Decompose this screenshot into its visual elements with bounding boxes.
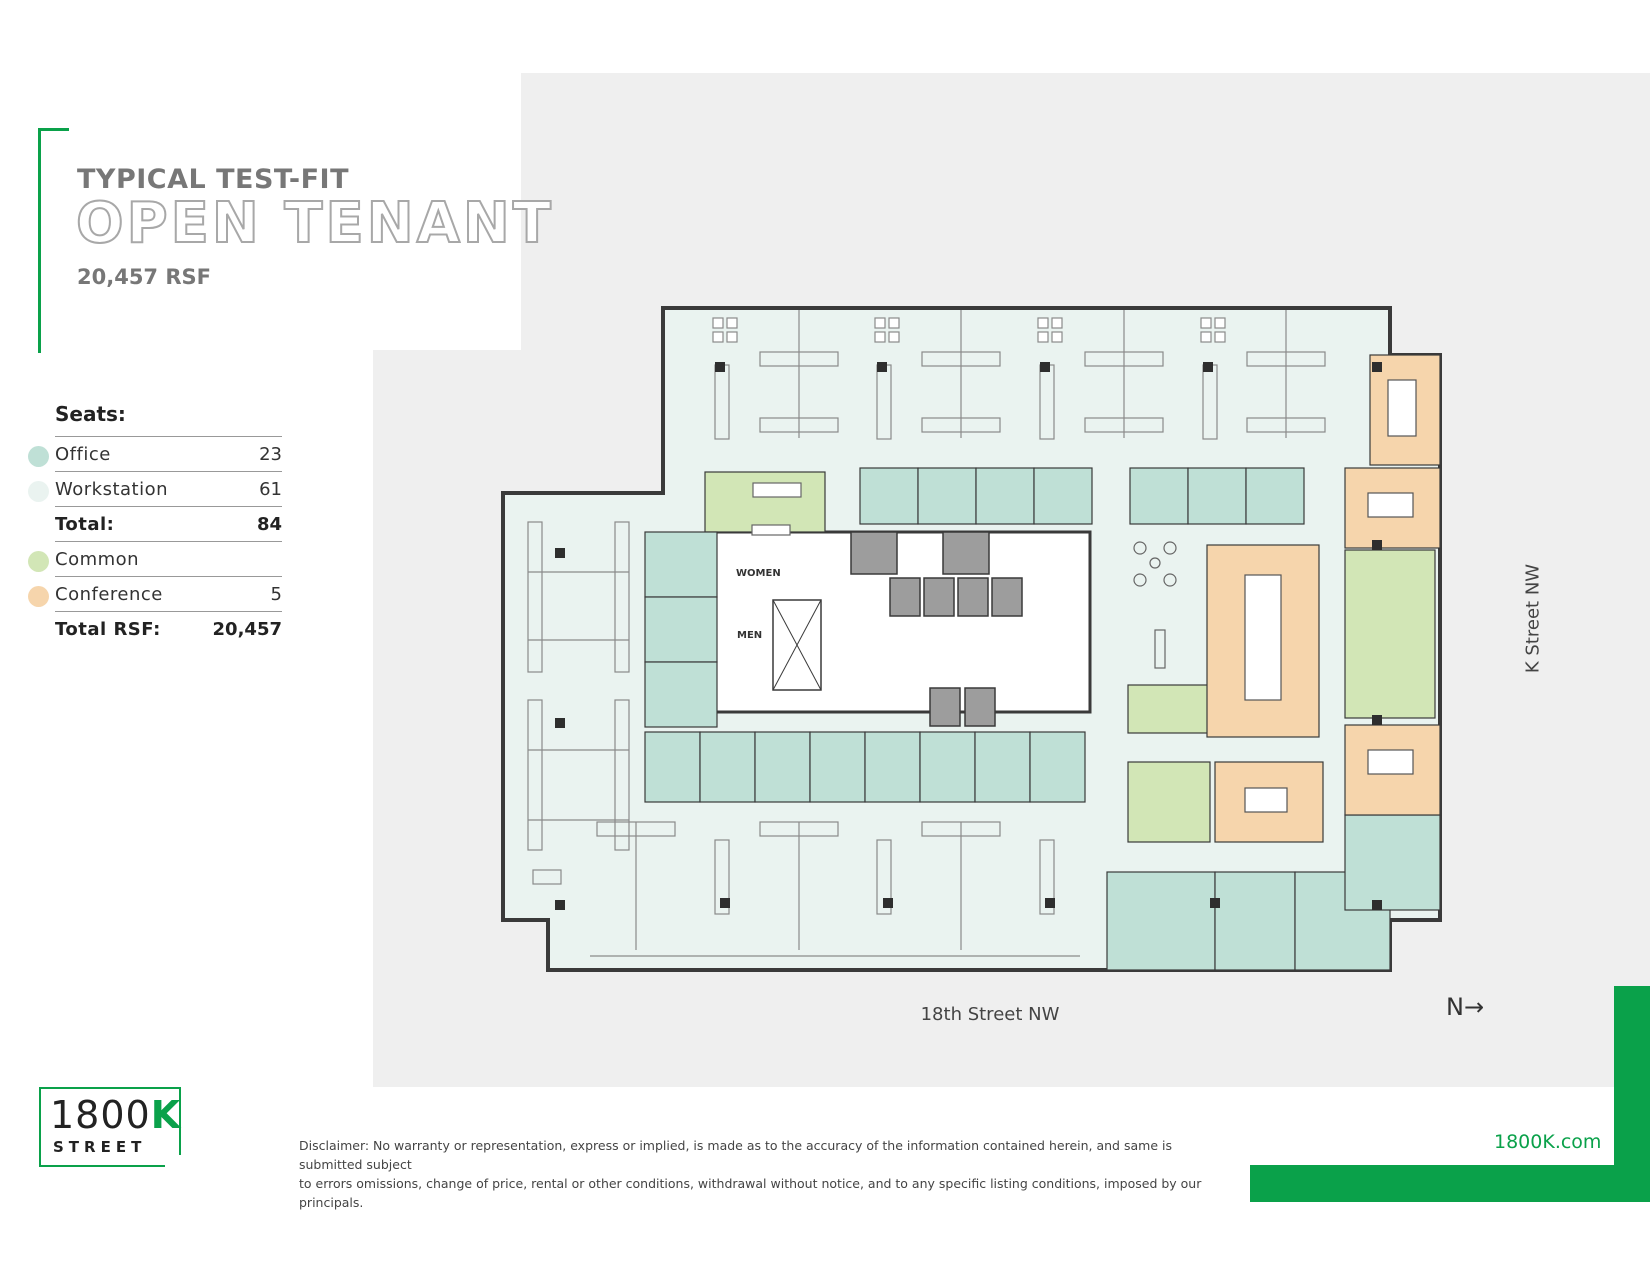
plan-background-notch	[373, 73, 521, 350]
floor-plan: WOMEN MEN	[501, 306, 1442, 972]
street-label-18th: 18th Street NW	[920, 1004, 1060, 1025]
women-label: WOMEN	[736, 568, 781, 579]
plan-subtitle: TYPICAL TEST-FIT	[77, 164, 349, 195]
legend-label: Workstation	[55, 479, 169, 500]
legend-value: 61	[259, 479, 282, 500]
common-swatch	[28, 551, 49, 572]
seats-legend: Seats: Office 23 Workstation 61 Total: 8…	[28, 402, 282, 646]
legend-label: Total RSF:	[55, 619, 161, 640]
disclaimer: Disclaimer: No warranty or representatio…	[299, 1136, 1239, 1212]
disclaimer-line-1: Disclaimer: No warranty or representatio…	[299, 1138, 1172, 1172]
logo-letter: K	[150, 1093, 182, 1137]
office-rooms	[644, 467, 1441, 971]
title-bracket	[38, 128, 69, 353]
shaft	[772, 599, 822, 691]
conference-swatch	[28, 586, 49, 607]
legend-value: 5	[270, 584, 282, 605]
logo-street: STREET	[53, 1138, 147, 1156]
workstations-bottom	[590, 821, 1080, 957]
plan-title: OPEN TENANT	[75, 191, 554, 256]
columns	[555, 362, 1382, 910]
legend-row-conference: Conference 5	[28, 576, 282, 611]
legend-row-total-rsf: Total RSF: 20,457	[55, 611, 282, 646]
legend-title: Seats:	[55, 402, 126, 426]
legend-value: 23	[259, 444, 282, 465]
workstations-left	[527, 521, 630, 885]
legend-row-office: Office 23	[28, 436, 282, 471]
legend-row-workstation: Workstation 61	[28, 471, 282, 506]
lounge-furniture	[751, 482, 1177, 669]
legend-row-total: Total: 84	[55, 506, 282, 541]
workstations-top	[712, 310, 1326, 440]
legend-row-common: Common	[28, 541, 282, 576]
legend-value: 84	[256, 514, 282, 535]
logo-number: 1800	[50, 1093, 151, 1137]
legend-label: Conference	[55, 584, 163, 605]
legend-label: Office	[55, 444, 111, 465]
workstation-swatch	[28, 481, 49, 502]
stairs	[850, 531, 990, 575]
logo-number-wrap: 1800K	[50, 1093, 181, 1137]
legend-label: Total:	[55, 514, 115, 535]
legend-value: 20,457	[212, 619, 282, 640]
street-label-k: K Street NW	[1522, 563, 1544, 674]
1800k-street-logo: 1800K STREET	[39, 1087, 183, 1169]
disclaimer-line-2: to errors omissions, change of price, re…	[299, 1176, 1202, 1210]
north-arrow-icon: N→	[1446, 993, 1485, 1021]
brand-bar-horizontal	[1250, 1165, 1650, 1202]
men-label: MEN	[737, 630, 762, 641]
plan-rsf: 20,457 RSF	[77, 265, 211, 289]
building-core	[713, 530, 1092, 714]
website-link[interactable]: 1800K.com	[1494, 1131, 1602, 1153]
conference-rooms	[1206, 354, 1441, 843]
elevators	[889, 577, 1023, 727]
logo-corner-cut	[165, 1155, 183, 1169]
legend-label: Common	[55, 549, 140, 570]
conference-tables	[1244, 379, 1417, 813]
office-swatch	[28, 446, 49, 467]
